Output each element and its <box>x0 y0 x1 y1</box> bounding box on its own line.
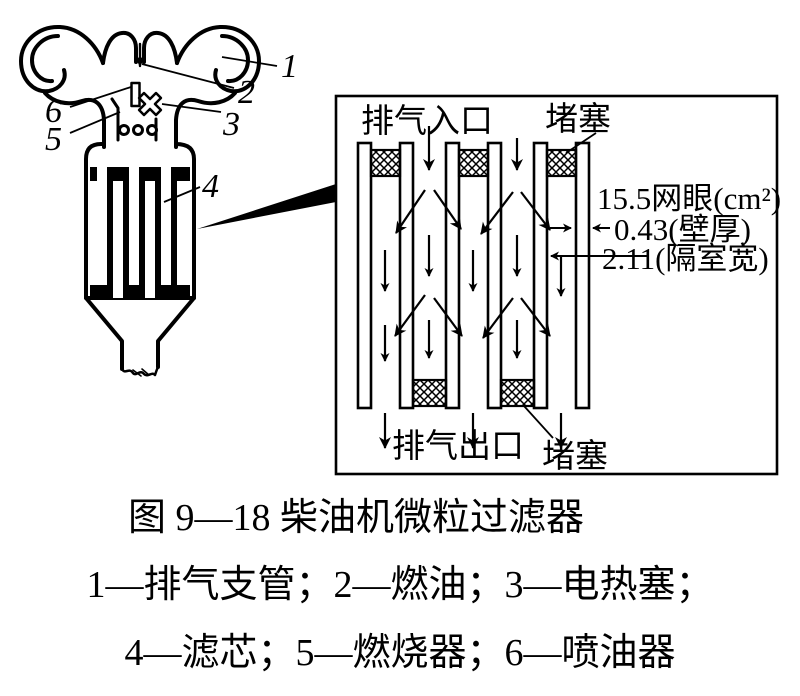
callout-1: 1 <box>281 48 298 85</box>
channel-plugs <box>369 148 578 408</box>
dimension-arrows <box>550 223 647 261</box>
device-callouts: 1 2 3 4 5 6 <box>45 48 298 205</box>
plug-top-label: 堵塞 <box>545 101 611 138</box>
particulate-filter-device <box>19 24 261 377</box>
legend-line-1: 1—排气支管；2—燃油；3—电热塞； <box>86 564 714 606</box>
exhaust-outlet-label: 排气出口 <box>392 428 524 465</box>
plug-bottom-label: 堵塞 <box>542 438 608 475</box>
flow-arrows <box>379 126 567 449</box>
callout-2: 2 <box>238 74 255 111</box>
mesh-dim-label: 15.5网眼(cm²) <box>597 181 781 216</box>
inset-detail-box: 排气入口 堵塞 排气出口 堵塞 15.5网眼(cm²) 0.43(壁厚) 2.1… <box>334 94 781 476</box>
burner-holes <box>118 124 158 136</box>
filter-element <box>90 167 190 298</box>
filter-walls <box>356 141 591 410</box>
callout-4: 4 <box>202 168 219 205</box>
callout-3: 3 <box>222 106 240 143</box>
zoom-callout-wedge <box>197 184 336 229</box>
callout-6: 6 <box>45 93 62 130</box>
plug-leaders <box>523 132 597 439</box>
exhaust-manifold <box>19 24 261 149</box>
figure-diagram: 1 2 3 4 5 6 <box>19 24 781 476</box>
figure-caption: 图 9—18 柴油机微粒过滤器 <box>127 497 584 539</box>
callout-5: 5 <box>45 121 62 158</box>
wall-thickness-label: 0.43(壁厚) <box>614 212 751 247</box>
cell-width-label: 2.11(隔室宽) <box>602 241 769 276</box>
glow-plug-symbol <box>137 91 163 117</box>
exhaust-inlet-label: 排气入口 <box>361 103 493 140</box>
legend-line-2: 4—滤芯；5—燃烧器；6—喷油器 <box>124 632 676 674</box>
injector-symbol <box>130 81 141 108</box>
